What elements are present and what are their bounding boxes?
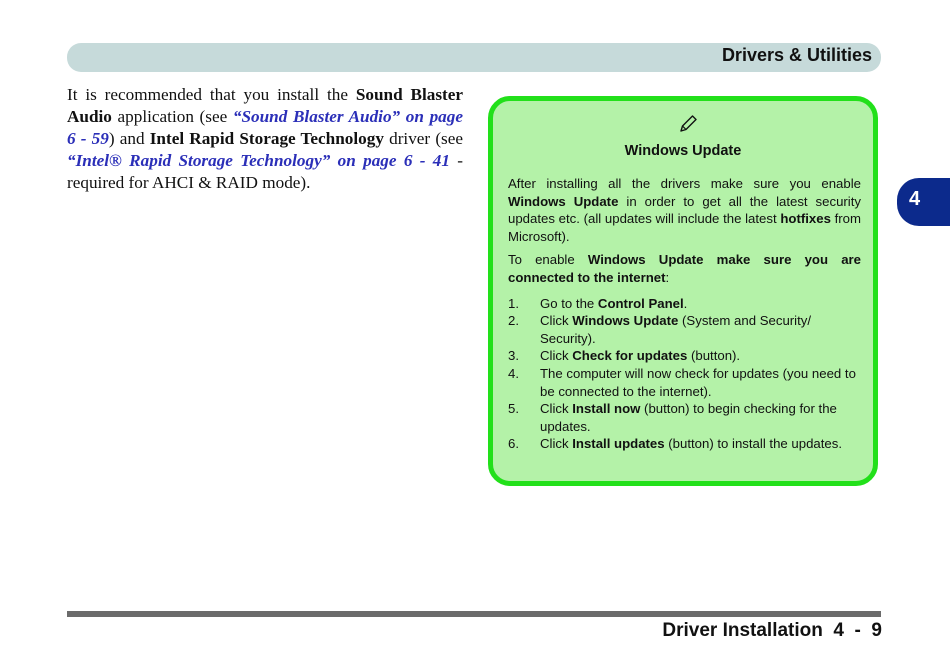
list-item: 5. Click Install now (button) to begin ch… [508, 400, 861, 435]
note-title: Windows Update [624, 143, 742, 159]
footer-rule [67, 611, 881, 617]
step-text-end: (button). [687, 348, 741, 364]
note-p2-text-2: : [665, 269, 670, 285]
step-text: Click [540, 436, 573, 452]
windows-update-note: Windows Update After installing all the … [488, 96, 878, 486]
footer-page-label: Driver Installation 4 - 9 [662, 620, 882, 641]
list-item: 4. The computer will now check for update… [508, 365, 861, 400]
main-paragraph: It is recommended that you install the S… [67, 84, 463, 194]
step-number: 5. [508, 401, 519, 417]
list-item: 2. Click Windows Update (System and Secur… [508, 312, 861, 347]
step-bold: Install updates [572, 436, 665, 452]
step-bold: Install now [572, 401, 641, 417]
note-paragraph-2: To enable Windows Update make sure you a… [508, 251, 861, 286]
step-bold: Windows Update [572, 313, 679, 329]
step-bold: Control Panel [597, 295, 684, 311]
step-text: Go to the [540, 295, 598, 311]
step-text-end: (System and Security/ Security). [540, 313, 812, 346]
step-text: Click [540, 313, 573, 329]
note-p2-bold-1: Windows Update make sure you are connect… [508, 252, 861, 285]
list-item: 1. Go to the Control Panel. [508, 295, 861, 313]
note-p2-text-1: To enable [508, 252, 588, 268]
note-paragraph-1: After installing all the drivers make su… [508, 175, 861, 245]
list-item: 6. Click Install updates (button) to inst… [508, 435, 861, 453]
main-text-5: - required for AHCI & RAID mode). [67, 151, 463, 192]
step-number: 4. [508, 365, 519, 381]
steps-list: 1. Go to the Control Panel. 2. Click Windo… [508, 295, 861, 453]
step-number: 6. [508, 436, 519, 452]
header-title: Drivers & Utilities [721, 45, 872, 65]
step-text-end: (button) to begin checking for the updat… [540, 401, 837, 434]
intel-rst-bold: Intel Rapid Storage Technology [149, 129, 384, 148]
main-text-2: application (see [111, 107, 233, 126]
pencil-icon [680, 115, 697, 132]
step-number: 1. [508, 295, 519, 311]
intel-rst-link[interactable]: “Intel® Rapid Storage Technology” on pag… [67, 151, 450, 170]
chapter-number: 4 [909, 188, 921, 210]
step-text: Click [540, 401, 573, 417]
step-text: The computer will now check for updates … [540, 365, 856, 399]
step-number: 3. [508, 348, 519, 364]
main-text-4: driver (see [383, 129, 463, 148]
note-p1-bold-2: hotfixes [780, 211, 831, 227]
sound-blaster-link[interactable]: “Sound Blaster Audio” on page 6 - 59 [67, 107, 463, 148]
step-bold: Check for updates [572, 348, 688, 364]
step-text-end: (button) to install the updates. [664, 436, 843, 452]
step-text-end: . [683, 295, 688, 311]
list-item: 3. Click Check for updates (button). [508, 347, 861, 365]
note-p1-text-1: After installing all the drivers make su… [508, 176, 861, 191]
header-bar: Drivers & Utilities [67, 43, 881, 72]
main-text-3: ) and [108, 129, 150, 148]
step-text: Click [540, 348, 573, 364]
note-p1-text-3: from Microsoft). [508, 211, 861, 244]
sound-blaster-bold: Sound Blaster Audio [67, 85, 463, 126]
chapter-tab[interactable]: 4 [897, 178, 950, 226]
note-p1-bold-1: Windows Update [508, 193, 619, 209]
note-body: After installing all the drivers make su… [508, 175, 861, 453]
note-p1-text-2: in order to get all the latest security … [508, 193, 861, 227]
step-number: 2. [508, 313, 519, 329]
main-text-1: It is recommended that you install the [67, 85, 356, 104]
